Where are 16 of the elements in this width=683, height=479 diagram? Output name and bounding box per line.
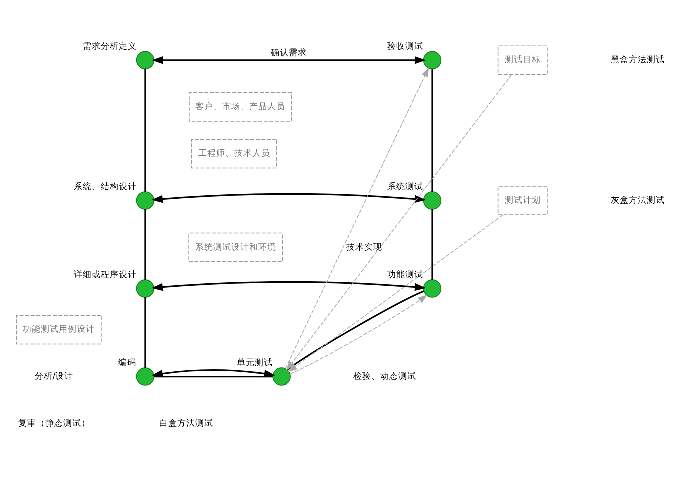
label: 分析/设计: [34, 371, 74, 382]
node-label: 功能测试: [388, 270, 424, 280]
label: 技术实现: [346, 242, 382, 252]
node-label: 详细或程序设计: [74, 270, 137, 280]
node-label: 需求分析定义: [82, 42, 137, 52]
label: 黑盒方法测试: [610, 55, 665, 66]
node-label: 系统测试: [388, 182, 424, 192]
node-label: 系统、结构设计: [74, 182, 137, 192]
label: 复审（静态测试）: [18, 418, 90, 428]
node-label: 编码: [118, 358, 137, 368]
label: 灰盒方法测试: [610, 195, 665, 206]
node-label: 单元测试: [236, 358, 273, 368]
edge-label: 确认需求: [270, 48, 307, 58]
node-label: 验收测试: [388, 42, 424, 52]
label: 白盒方法测试: [160, 418, 214, 428]
label: 检验、动态测试: [353, 371, 416, 382]
